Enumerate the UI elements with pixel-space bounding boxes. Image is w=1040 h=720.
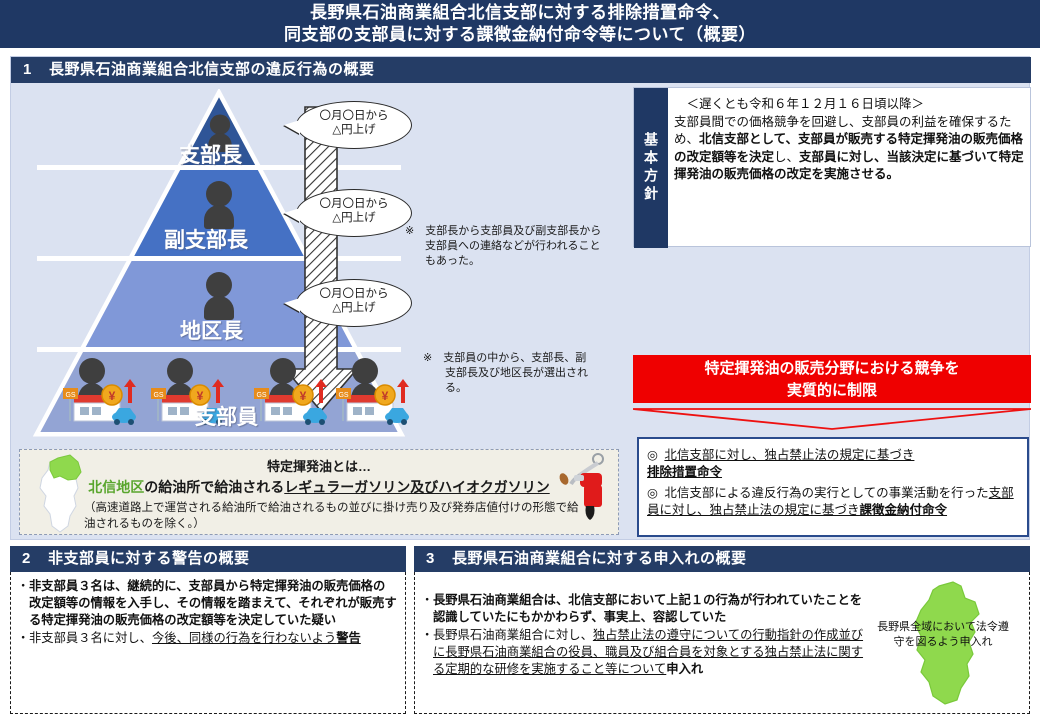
bullet-dot: ・	[421, 628, 434, 642]
pyramid-level-label-4: 支部員	[195, 406, 258, 429]
section-3-panel: 3 長野県石油商業組合に対する申入れの概要 ・ 長野県石油商業組合は、北信支部にお…	[414, 546, 1030, 714]
section-3-body: ・ 長野県石油商業組合は、北信支部において上記１の行為が行われていたことを認識し…	[414, 572, 1030, 714]
svg-text:GS: GS	[153, 392, 163, 399]
page-title-line1: 長野県石油商業組合北信支部に対する排除措置命令、	[310, 3, 730, 22]
section-2-heading: 非支部員に対する警告の概要	[48, 550, 250, 567]
order-1-bold: 排除措置命令	[647, 465, 723, 479]
red-banner-line2: 実質的に制限	[786, 382, 877, 399]
section-3-bullet-1: ・ 長野県石油商業組合は、北信支部において上記１の行為が行われていたことを認識し…	[421, 592, 873, 626]
pyramid-level-label-2: 副支部長	[164, 229, 248, 252]
basic-policy-date: ＜遅くとも令和６年１２月１６日頃以降＞	[686, 97, 925, 111]
section-1-panel: 1 長野県石油商業組合北信支部の違反行為の概要	[10, 56, 1031, 540]
order-2-bold: 課徴金納付命令	[859, 503, 948, 517]
section-2-bullet-2: ・ 非支部員３名に対し、今後、同様の行為を行わないよう警告	[17, 630, 397, 647]
orders-box: ◎ 北信支部に対し、独占禁止法の規定に基づき 排除措置命令 ◎ 北信支部による違…	[637, 437, 1029, 537]
order-item-2: ◎ 北信支部による違反行為の実行としての事業活動を行った支部員に対し、独占禁止法…	[647, 485, 1017, 519]
basic-policy-plain-2: し、	[774, 149, 800, 164]
order-2-plain: 北信支部による違反行為の実行としての事業活動を行った	[664, 486, 989, 500]
section-1-number: 1	[23, 61, 32, 78]
pyramid-level-label-1: 支部長	[179, 144, 242, 167]
definition-mid: の給油所で給油される	[144, 479, 285, 495]
speech-bubble-1-line1: 〇月〇日から	[319, 110, 389, 122]
section-2-bullet-1: ・ 非支部員３名は、継続的に、支部員から特定揮発油の販売価格の改定額等の情報を入…	[17, 578, 397, 629]
svg-text:GS: GS	[338, 392, 348, 399]
svg-text:¥: ¥	[109, 389, 116, 403]
svg-text:¥: ¥	[382, 389, 389, 403]
red-chevron-arrow-icon	[633, 408, 1031, 430]
definition-region: 北信地区	[88, 479, 145, 495]
section-3-heading: 長野県石油商業組合に対する申入れの概要	[452, 550, 747, 567]
speech-bubble-2: 〇月〇日から △円上げ	[284, 189, 412, 237]
basic-policy-bold-1: 北信支部として、支部員が販売する特定揮発油の販売価格の改定額等を決定	[674, 132, 1024, 164]
speech-bubble-3-line1: 〇月〇日から	[319, 288, 389, 300]
s2b2-plain: 非支部員３名に対し、	[29, 631, 152, 645]
svg-text:GS: GS	[65, 392, 75, 399]
map-caption: 長野県全域において法令遵守を図るよう申入れ	[877, 621, 1009, 648]
page-title: 長野県石油商業組合北信支部に対する排除措置命令、 同支部の支部員に対する課徴金納…	[0, 2, 1040, 46]
speech-bubble-3-line2: △円上げ	[332, 302, 376, 314]
page-title-line2: 同支部の支部員に対する課徴金納付命令等について（概要）	[284, 25, 756, 44]
definition-exclusion-note: （高速道路上で運営される給油所で給油されるもの並びに掛け売り及び発券店値付けの形…	[84, 502, 579, 530]
person-icon-district-chief	[204, 272, 234, 322]
competition-restriction-banner: 特定揮発油の販売分野における競争を 実質的に制限	[633, 355, 1031, 403]
section-2-header: 2 非支部員に対する警告の概要	[10, 546, 406, 572]
speech-bubble-2-line2: △円上げ	[332, 212, 376, 224]
s3b2-plain: 長野県石油商業組合に対し、	[433, 628, 593, 642]
nagano-prefecture-map-icon	[914, 581, 980, 705]
section-3-bullet-2-text: 長野県石油商業組合に対し、独占禁止法の遵守についての行動指針の作成並びに長野県石…	[433, 627, 873, 678]
s3b2-underlined: 独占禁止法の遵守についての行動指針の作成並びに長野県石油商業組合の役員、職員及び…	[433, 628, 864, 676]
svg-text:GS: GS	[256, 392, 266, 399]
bullet-dot: ・	[421, 593, 434, 607]
person-icon-deputy-chief	[204, 181, 234, 231]
red-banner-line1: 特定揮発油の販売分野における競争を	[704, 360, 960, 377]
basic-policy-bold-2: 支部員に対し、当該決定に基づいて特定揮発油の販売価格の改定を実施させる。	[674, 149, 1024, 182]
title-band	[0, 0, 1040, 48]
branch-member-icons: GS ¥ GS	[63, 358, 409, 425]
order-2-underlined: 支部員に対し、独占禁止法の規定に基づき	[647, 486, 1014, 517]
definition-box: 特定揮発油とは… 北信地区の給油所で給油されるレギュラーガソリン及びハイオクガソ…	[19, 449, 619, 535]
note-communication: ※ 支部長から支部員及び副支部長から支部員への連絡などが行われることもあった。	[405, 225, 602, 267]
bullet-dot: ・	[17, 631, 30, 645]
section-2-number: 2	[22, 550, 31, 567]
note-selection: ※ 支部員の中から、支部長、副支部長及び地区長が選出される。	[423, 352, 588, 394]
section-2-bullet-2-text: 非支部員３名に対し、今後、同様の行為を行わないよう警告	[29, 630, 397, 647]
speech-bubble-3: 〇月〇日から △円上げ	[284, 279, 412, 327]
section-1-heading: 長野県石油商業組合北信支部の違反行為の概要	[49, 61, 375, 78]
order-marker-2: ◎	[647, 486, 658, 500]
section-2-panel: 2 非支部員に対する警告の概要 ・ 非支部員３名は、継続的に、支部員から特定揮発油…	[10, 546, 406, 714]
section-2-bullet-1-text: 非支部員３名は、継続的に、支部員から特定揮発油の販売価格の改定額等の情報を入手し…	[29, 579, 397, 627]
order-item-1: ◎ 北信支部に対し、独占禁止法の規定に基づき 排除措置命令	[647, 447, 1017, 481]
basic-policy-plain-1: 支部員間での価格競争を回避し、支部員の利益を確保するため、	[674, 114, 1012, 147]
s3b2-bold: 申入れ	[666, 662, 704, 676]
section-1-header: 1 長野県石油商業組合北信支部の違反行為の概要	[11, 57, 1031, 83]
s2b2-bold: 警告	[336, 631, 361, 645]
section-3-text-col: ・ 長野県石油商業組合は、北信支部において上記１の行為が行われていたことを認識し…	[421, 578, 873, 679]
order-1-underlined: 北信支部に対し、独占禁止法の規定に基づき	[664, 448, 915, 462]
pyramid-level-label-3: 地区長	[180, 320, 243, 343]
section-3-header: 3 長野県石油商業組合に対する申入れの概要	[414, 546, 1030, 572]
bullet-dot: ・	[17, 579, 30, 593]
basic-policy-box: 基本方針 ＜遅くとも令和６年１２月１６日頃以降＞ 支部員間での価格競争を回避し、…	[633, 87, 1031, 248]
basic-policy-tab-label: 基本方針	[634, 88, 668, 248]
definition-main: 北信地区の給油所で給油されるレギュラーガソリン及びハイオクガソリン	[20, 477, 618, 497]
speech-bubble-2-line1: 〇月〇日から	[319, 198, 389, 210]
section-3-map-col: 長野県全域において法令遵守を図るよう申入れ	[873, 578, 1013, 705]
s2b2-underlined: 今後、同様の行為を行わないよう	[151, 631, 337, 645]
section-3-number: 3	[426, 550, 435, 567]
fuel-nozzle-icon	[559, 453, 604, 520]
section-3-bullet-2: ・ 長野県石油商業組合に対し、独占禁止法の遵守についての行動指針の作成並びに長野…	[421, 627, 873, 678]
basic-policy-text: ＜遅くとも令和６年１２月１６日頃以降＞ 支部員間での価格競争を回避し、支部員の利…	[674, 96, 1026, 184]
nagano-map-hokushin-icon	[39, 454, 82, 533]
definition-fuel-types: レギュラーガソリン及びハイオクガソリン	[284, 479, 550, 495]
section-3-bullet-1-text: 長野県石油商業組合は、北信支部において上記１の行為が行われていたことを認識してい…	[433, 593, 863, 624]
svg-text:¥: ¥	[300, 389, 307, 403]
speech-bubble-1-line2: △円上げ	[332, 124, 376, 136]
section-2-body: ・ 非支部員３名は、継続的に、支部員から特定揮発油の販売価格の改定額等の情報を入…	[10, 572, 406, 714]
definition-title: 特定揮発油とは…	[266, 459, 371, 474]
hierarchy-pyramid: GS ¥ GS	[19, 89, 619, 439]
speech-bubble-1: 〇月〇日から △円上げ	[284, 101, 412, 149]
person-icon-branch-chief	[208, 114, 232, 154]
order-marker-1: ◎	[647, 448, 658, 462]
svg-text:¥: ¥	[197, 389, 204, 403]
